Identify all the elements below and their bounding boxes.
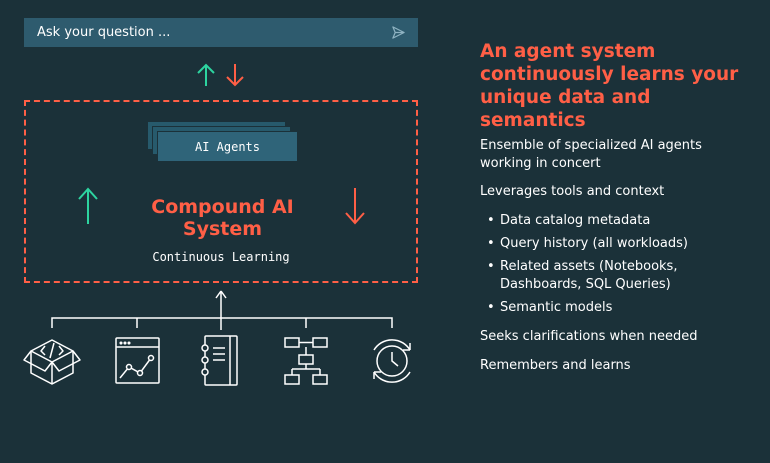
arrow-up-icon (197, 63, 215, 86)
description-ensemble: Ensemble of specialized AI agents workin… (480, 138, 702, 171)
question-input[interactable]: Ask your question ... (24, 18, 418, 47)
list-item: Query history (all workloads) (487, 235, 757, 253)
list-item: Semantic models (487, 299, 757, 317)
tool-icons-tree (23, 290, 411, 386)
dashboard-chart-icon (115, 337, 160, 384)
code-box-icon (23, 339, 81, 385)
context-bullet-list: Data catalog metadata Query history (all… (487, 212, 757, 322)
ai-agents-card: AI Agents (157, 131, 298, 162)
arrow-down-icon (345, 188, 365, 225)
continuous-learning-label: Continuous Learning (152, 250, 290, 264)
list-item: Data catalog metadata (487, 212, 757, 230)
data-lineage-icon (284, 337, 328, 385)
exchange-arrows (197, 63, 244, 87)
description-tools: Leverages tools and context (480, 184, 665, 199)
connector-lines (51, 290, 393, 330)
send-icon[interactable] (391, 25, 406, 40)
headline: An agent system continuously learns your… (480, 41, 739, 131)
arrow-down-icon (226, 64, 244, 87)
description-clarifications: Seeks clarifications when needed (480, 329, 698, 344)
list-item: Related assets (Notebooks, Dashboards, S… (487, 258, 757, 294)
arrow-up-icon (78, 187, 98, 224)
compound-ai-system-label: Compound AI System (151, 196, 294, 240)
compound-system-frame (24, 100, 418, 283)
notebook-icon (201, 335, 238, 386)
question-placeholder: Ask your question ... (37, 25, 171, 40)
query-history-clock-icon (373, 339, 411, 383)
ai-agents-label: AI Agents (194, 139, 261, 154)
description-remembers: Remembers and learns (480, 358, 631, 373)
